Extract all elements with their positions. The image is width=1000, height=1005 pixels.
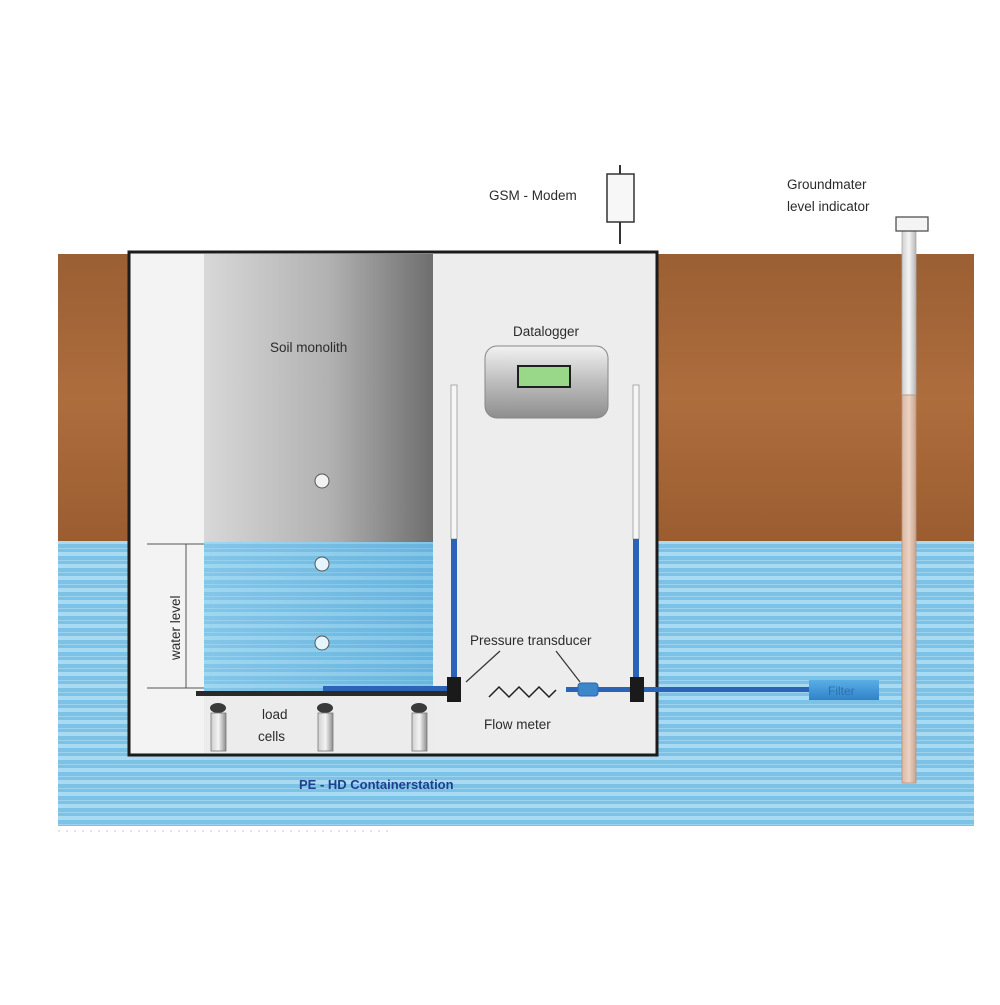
pipe-valve-to-transducer (598, 687, 630, 692)
transducer-right (630, 677, 644, 702)
load-cell-2 (317, 703, 334, 752)
sensor-port-3 (314, 635, 330, 651)
gsm-modem-label: GSM - Modem (489, 188, 577, 203)
datalogger-screen (517, 365, 571, 388)
outlet-pipe (644, 687, 809, 692)
flow-valve (577, 682, 599, 697)
pressure-transducer-label: Pressure transducer (470, 633, 592, 648)
filter-label: Filter (828, 684, 855, 698)
water-level-label: water level (168, 595, 183, 661)
transducer-left (447, 677, 461, 702)
standpipe-left-water (451, 539, 457, 681)
gw-indicator-tube-upper (901, 229, 917, 396)
load-cell-3 (411, 703, 428, 752)
load-cells-label-2: cells (258, 729, 285, 744)
filter (809, 680, 879, 700)
standpipe-left-upper (450, 384, 458, 540)
flow-meter-zigzag (488, 685, 557, 699)
groundwater-label-2: level indicator (787, 199, 870, 214)
pressure-pointer-left (465, 650, 501, 683)
soil-monolith (204, 254, 433, 544)
soil-monolith-label: Soil monolith (270, 340, 347, 355)
pipe-to-flow-meter (566, 687, 578, 692)
sensor-port-2 (314, 556, 330, 572)
datalogger-label: Datalogger (513, 324, 580, 339)
pressure-pointer-right (555, 650, 581, 683)
base-plate (196, 691, 448, 696)
groundwater-label-1: Groundmater (787, 177, 867, 192)
load-cell-1 (210, 703, 227, 752)
gw-indicator-cap (895, 216, 929, 232)
standpipe-right-upper (632, 384, 640, 540)
gsm-modem-box (606, 173, 635, 223)
flow-meter-label: Flow meter (484, 717, 551, 732)
sensor-port-1 (314, 473, 330, 489)
load-cells-label-1: load (262, 707, 288, 722)
gw-indicator-tube-lower (901, 394, 917, 784)
drainage-pipe-inner (323, 686, 451, 691)
container-left-panel (131, 254, 204, 753)
container-right-panel (433, 254, 655, 753)
standpipe-right-water (633, 539, 639, 681)
pe-hd-container-label: PE - HD Containerstation (299, 777, 454, 792)
